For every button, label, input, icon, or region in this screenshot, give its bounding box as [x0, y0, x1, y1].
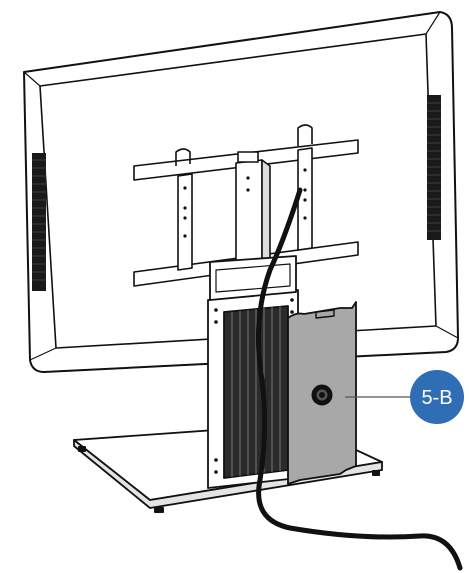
monitor-bevel-lines: [23, 11, 459, 361]
speaker-grille-left: [32, 153, 46, 291]
column-side-screws: [214, 298, 294, 474]
bracket-hook-left: [175, 148, 191, 166]
speaker-grille-right: [427, 95, 441, 240]
bracket-hook-right: [297, 124, 313, 146]
cover-panel-notch: [315, 309, 335, 319]
bracket-center-column-side: [261, 159, 271, 263]
bracket-screw-holes: [183, 168, 307, 238]
stand-column: [207, 255, 299, 489]
bracket-center-clip: [237, 151, 259, 163]
base-feet: [78, 446, 380, 513]
callout-badge: [410, 370, 464, 424]
cable-grommet: [311, 384, 333, 406]
callout-label: 5-B: [421, 387, 452, 409]
power-cable: [255, 187, 463, 571]
bracket-left-rail: [177, 173, 193, 271]
bracket-center-column: [235, 159, 263, 266]
